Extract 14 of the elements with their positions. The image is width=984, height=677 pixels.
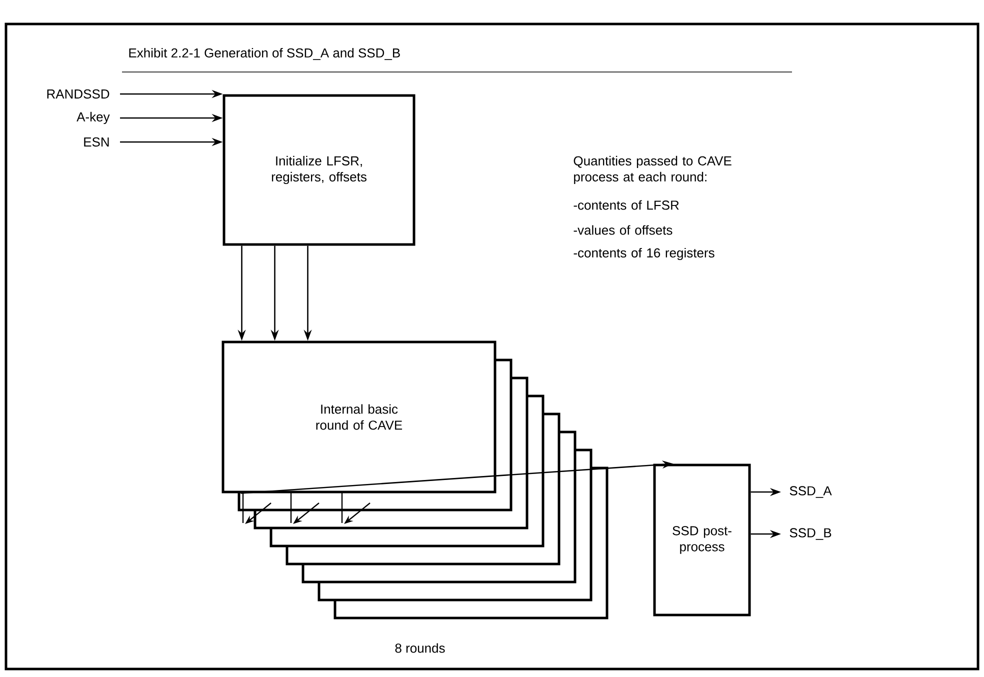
input-label: SSD_A — [790, 486, 832, 498]
process-box: Initialize LFSR, registers, offsets — [222, 94, 416, 246]
note: Quantities passed to CAVE process at each round: — [574, 156, 732, 184]
note: -values of offsets — [574, 225, 672, 235]
input-label: ESN — [84, 137, 109, 147]
input-label: RANDSSD — [47, 89, 110, 99]
process-box: SSD post-process — [653, 464, 751, 616]
note: -contents of LFSR — [574, 200, 679, 210]
input-label: SSD_B — [790, 528, 832, 540]
title: Exhibit 2.2-1 Generation of SSD_A and SSD_B — [129, 48, 400, 60]
input-label: A-key — [76, 112, 110, 124]
caption: 8 rounds — [395, 643, 445, 653]
note: -contents of 16 registers — [574, 248, 714, 260]
process-box: Internal basic round of CAVE — [222, 340, 496, 494]
